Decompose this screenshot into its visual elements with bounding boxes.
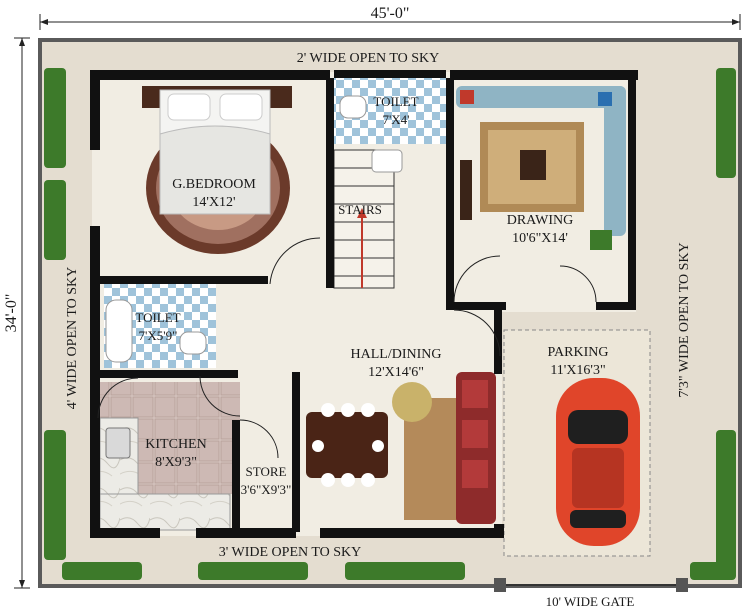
door-swings — [97, 237, 597, 459]
gate-label: 10' WIDE GATE — [546, 594, 635, 609]
hedges — [44, 68, 736, 580]
bedroom-name: G.BEDROOM — [172, 177, 256, 192]
store-name: STORE — [246, 464, 287, 479]
hall-sofa — [392, 372, 496, 524]
overall-depth-label: 34'-0" — [3, 294, 20, 333]
drawing-size: 10'6"X14' — [512, 231, 568, 246]
bedroom-furniture — [142, 86, 292, 254]
top-open-to-sky-label: 2' WIDE OPEN TO SKY — [297, 51, 440, 66]
toilet-top-size: 7'X4' — [382, 112, 409, 127]
parking-size: 11'X16'3" — [550, 363, 605, 378]
hall-name: HALL/DINING — [351, 347, 442, 362]
bathtub-icon — [105, 299, 133, 363]
kitchen-counter-bottom — [99, 493, 231, 531]
overall-width-label: 45'-0" — [371, 5, 410, 22]
car-icon — [556, 378, 640, 546]
right-open-to-sky-label: 7'3" WIDE OPEN TO SKY — [677, 242, 692, 397]
stairs-steps — [333, 149, 395, 289]
parking-name: PARKING — [548, 345, 609, 360]
toilet-top-name: TOILET — [373, 94, 418, 109]
left-open-to-sky-label: 4' WIDE OPEN TO SKY — [65, 267, 80, 410]
kitchen-name: KITCHEN — [145, 437, 206, 452]
wc-icon — [339, 95, 367, 119]
sink-icon — [105, 427, 131, 459]
hall-size: 12'X14'6" — [368, 365, 424, 380]
toilet-left-name: TOILET — [135, 310, 180, 325]
dining-table — [306, 403, 388, 487]
bedroom-size: 14'X12' — [192, 195, 235, 210]
washbasin-icon — [371, 149, 403, 173]
left-dimension — [14, 37, 30, 589]
gate — [494, 578, 688, 592]
toilet-left-size: 7'X5'9" — [139, 328, 178, 343]
stairs-label: STAIRS — [338, 202, 382, 217]
bottom-open-to-sky-label: 3' WIDE OPEN TO SKY — [219, 545, 362, 560]
kitchen-size: 8'X9'3" — [155, 455, 197, 470]
drawing-name: DRAWING — [507, 213, 574, 228]
store-size: 3'6"X9'3" — [241, 482, 292, 497]
top-dimension — [39, 14, 741, 30]
walls — [90, 70, 638, 538]
wc-left-icon — [179, 331, 207, 355]
drawing-furniture — [456, 86, 626, 250]
